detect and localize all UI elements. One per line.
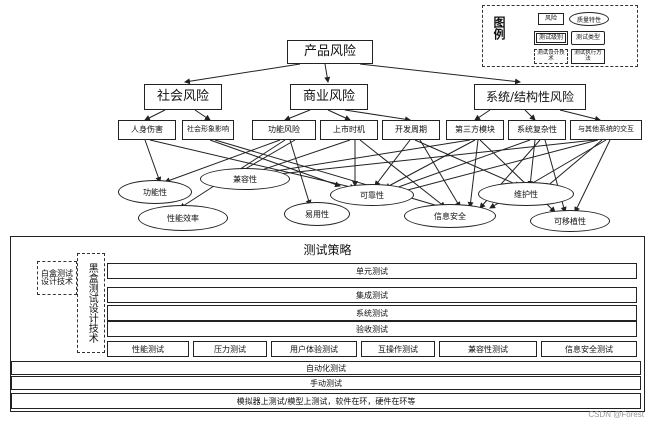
legend-test-level: 测试级别 <box>534 31 568 45</box>
method-manual: 手动测试 <box>11 376 641 390</box>
type-interop: 互操作测试 <box>361 341 435 357</box>
test-strategy-panel: 测试策略 白盒测试设计技术 黑盒测试设计技术 单元测试 集成测试 系统测试 验收… <box>10 236 645 412</box>
quality-performance: 性能效率 <box>138 205 228 231</box>
type-stress: 压力测试 <box>193 341 267 357</box>
risk-complexity: 系统复杂性 <box>508 120 566 140</box>
test-strategy-title: 测试策略 <box>303 243 352 257</box>
risk-market-timing: 上市时机 <box>320 120 378 140</box>
quality-compatibility: 兼容性 <box>200 168 290 190</box>
risk-personal-injury: 人身伤害 <box>118 120 176 140</box>
quality-maintainability: 维护性 <box>478 182 574 206</box>
level-unit: 单元测试 <box>107 263 637 279</box>
node-business-risk: 商业风险 <box>290 84 368 110</box>
legend: 图例 风险 质量特性 测试级别 测试类型 测试设计技术 测试执行方法 <box>482 5 638 67</box>
risk-interaction: 与其他系统的交互 <box>570 120 642 140</box>
quality-functionality: 功能性 <box>118 180 192 204</box>
type-compat: 兼容性测试 <box>439 341 537 357</box>
watermark: CSDN @Forest <box>588 410 644 419</box>
level-integration: 集成测试 <box>107 287 637 303</box>
legend-test-design: 测试设计技术 <box>534 49 568 64</box>
legend-title: 图例 <box>492 16 506 40</box>
risk-dev-cycle: 开发周期 <box>382 120 440 140</box>
node-social-risk: 社会风险 <box>144 84 222 110</box>
risk-social-image: 社会形象影响 <box>182 120 234 140</box>
level-acceptance: 验收测试 <box>107 321 637 337</box>
whitebox-design: 白盒测试设计技术 <box>37 261 77 295</box>
legend-test-exec: 测试执行方法 <box>571 49 605 64</box>
type-ux: 用户体验测试 <box>271 341 357 357</box>
legend-quality: 质量特性 <box>569 12 609 26</box>
blackbox-design: 黑盒测试设计技术 <box>77 253 105 353</box>
quality-reliability: 可靠性 <box>330 184 414 206</box>
legend-risk: 风险 <box>538 13 564 25</box>
risk-third-party: 第三方模块 <box>446 120 504 140</box>
quality-usability: 易用性 <box>284 202 350 226</box>
method-automation: 自动化测试 <box>11 361 641 375</box>
node-system-risk: 系统/结构性风险 <box>474 84 586 110</box>
level-system: 系统测试 <box>107 305 637 321</box>
type-security: 信息安全测试 <box>541 341 637 357</box>
legend-test-type: 测试类型 <box>571 31 605 45</box>
type-performance: 性能测试 <box>107 341 189 357</box>
quality-security: 信息安全 <box>404 204 496 228</box>
risk-function: 功能风险 <box>252 120 316 140</box>
method-simulation: 模拟器上测试/模型上测试，软件在环，硬件在环等 <box>11 393 641 409</box>
quality-portability: 可移植性 <box>530 210 610 232</box>
node-product-risk: 产品风险 <box>287 40 373 64</box>
